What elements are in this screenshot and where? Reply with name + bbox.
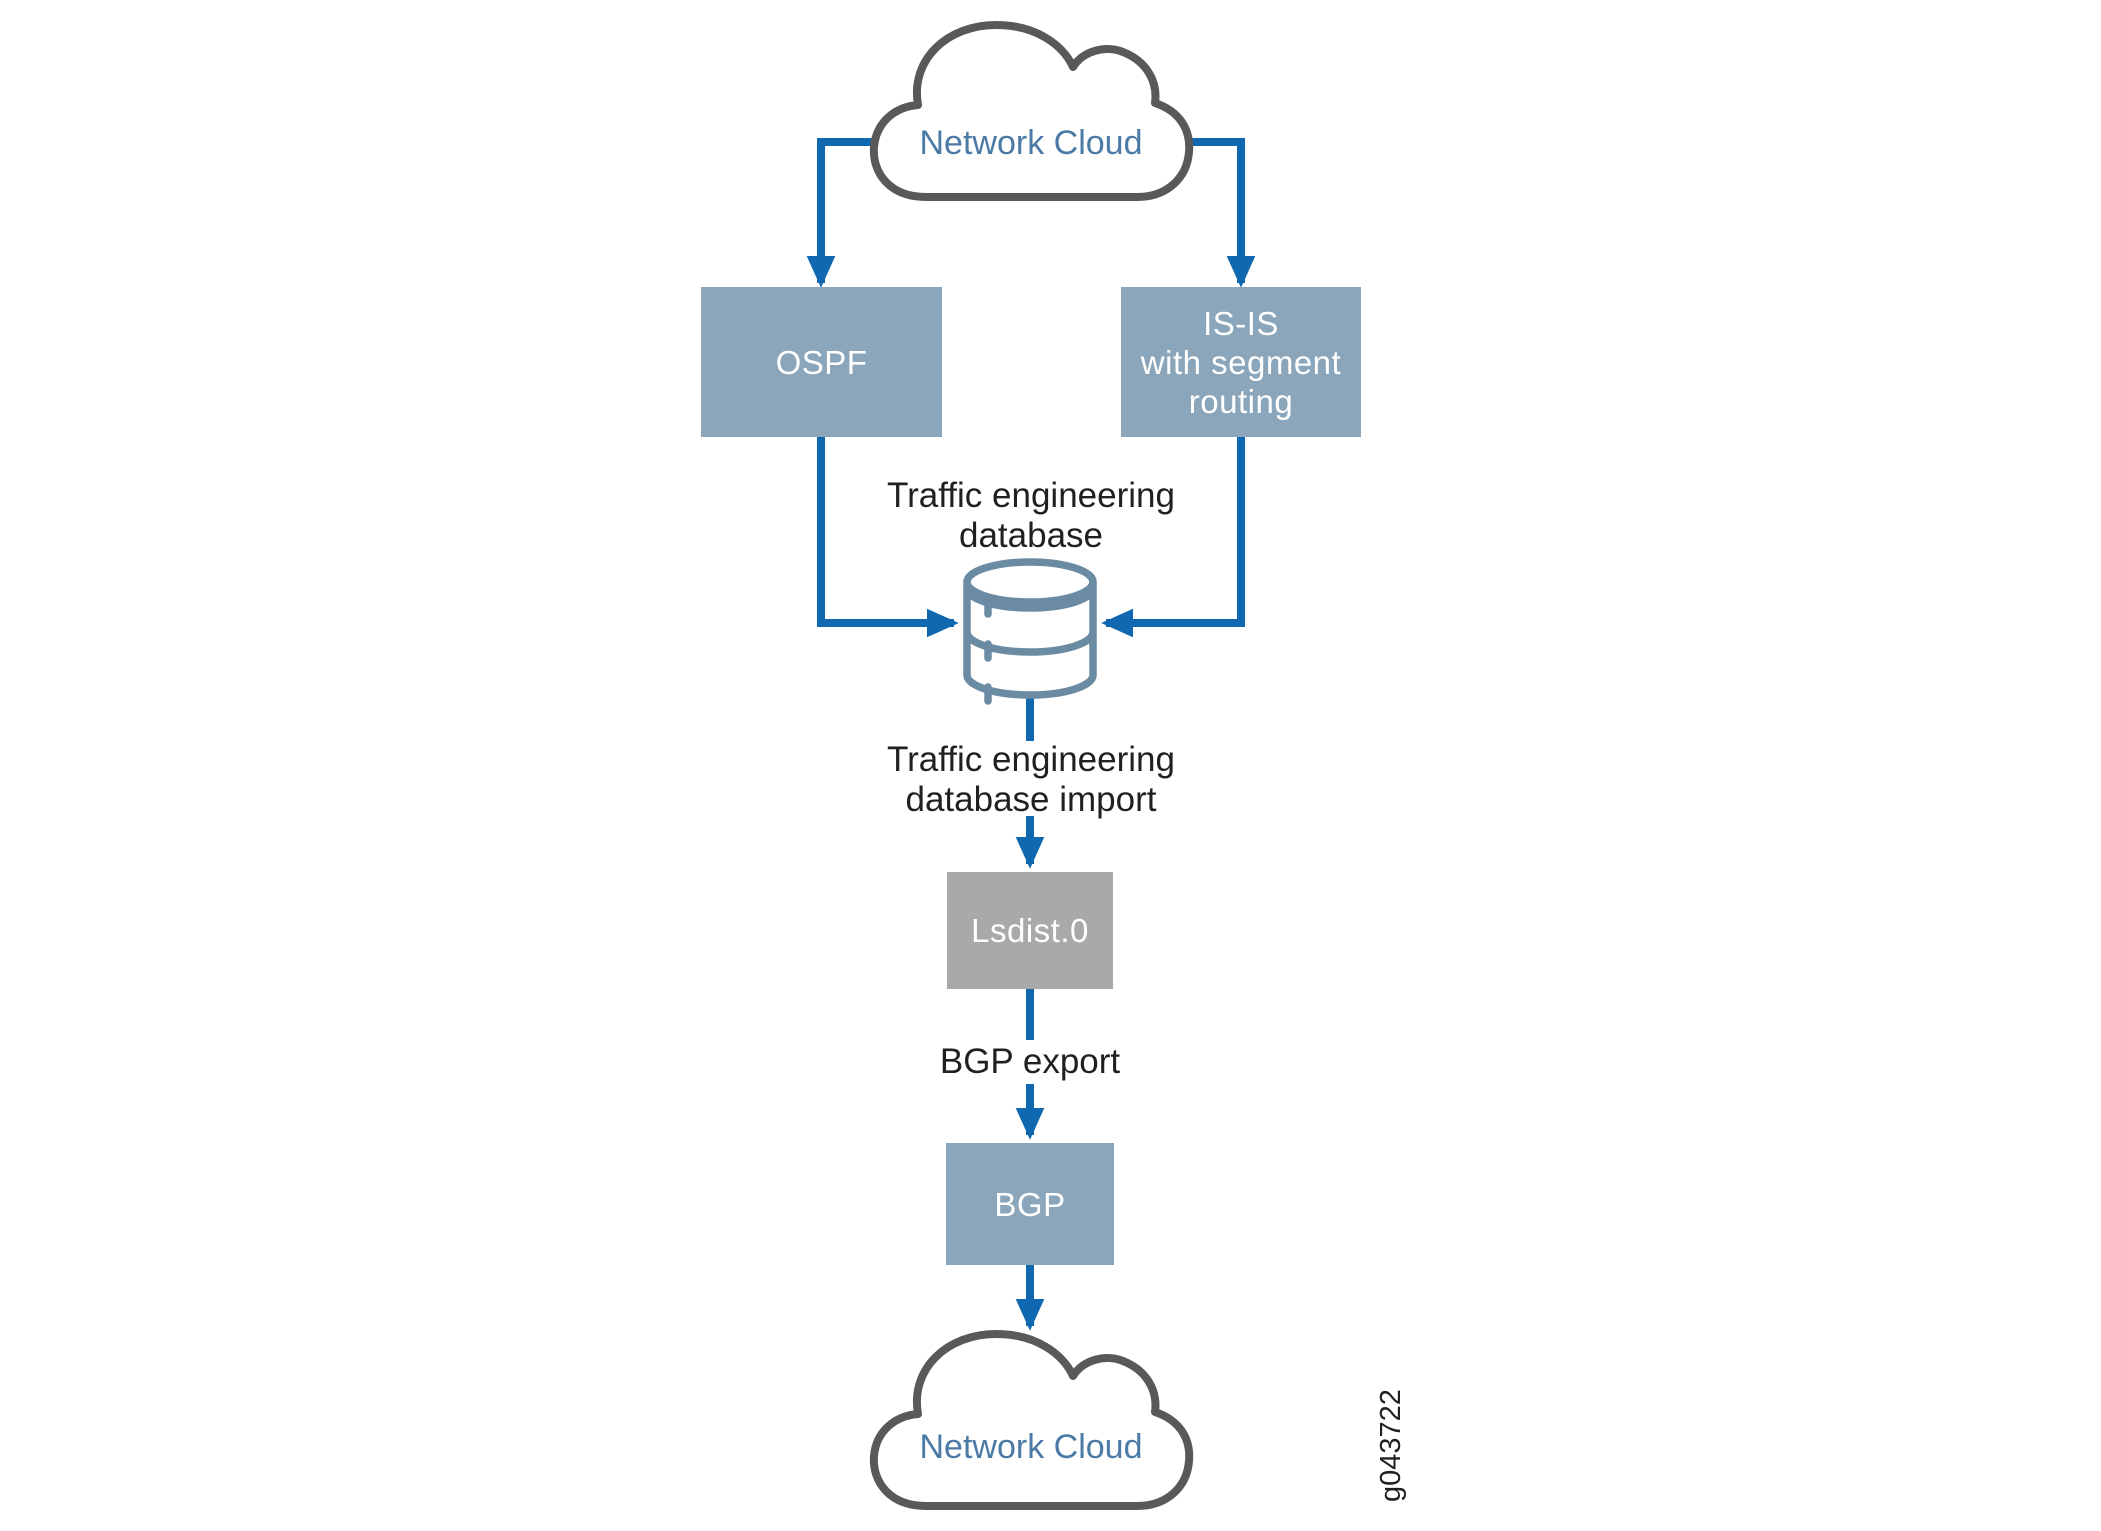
ospf-node-label: OSPF (775, 343, 868, 381)
bgp-node-label: BGP (994, 1185, 1066, 1223)
isis-node-label: IS-IS with segment routing (1140, 304, 1342, 420)
arrow-isis-to-database (1101, 435, 1245, 638)
arrow-ospf-to-database (817, 435, 959, 638)
bgp-node: BGP (946, 1143, 1114, 1265)
lsdist-node-label: Lsdist.0 (971, 912, 1089, 949)
ospf-node: OSPF (701, 287, 942, 437)
traffic-engineering-database-label: Traffic engineering database (887, 476, 1175, 555)
isis-node: IS-IS with segment routing (1121, 287, 1361, 437)
cloud-icon (869, 1330, 1194, 1510)
bottom-cloud-label: Network Cloud (919, 1428, 1143, 1466)
bottom-network-cloud (869, 1330, 1194, 1510)
database-cylinder-icon (963, 558, 1097, 705)
bgp-export-label: BGP export (939, 1042, 1121, 1081)
cloud-icon (869, 21, 1194, 201)
lsdist-table-node: Lsdist.0 (947, 872, 1113, 989)
traffic-engineering-database-import-label: Traffic engineering database import (887, 740, 1175, 819)
top-network-cloud (869, 21, 1194, 201)
top-cloud-label: Network Cloud (919, 124, 1143, 162)
figure-id: g043722 (1375, 1389, 1407, 1502)
